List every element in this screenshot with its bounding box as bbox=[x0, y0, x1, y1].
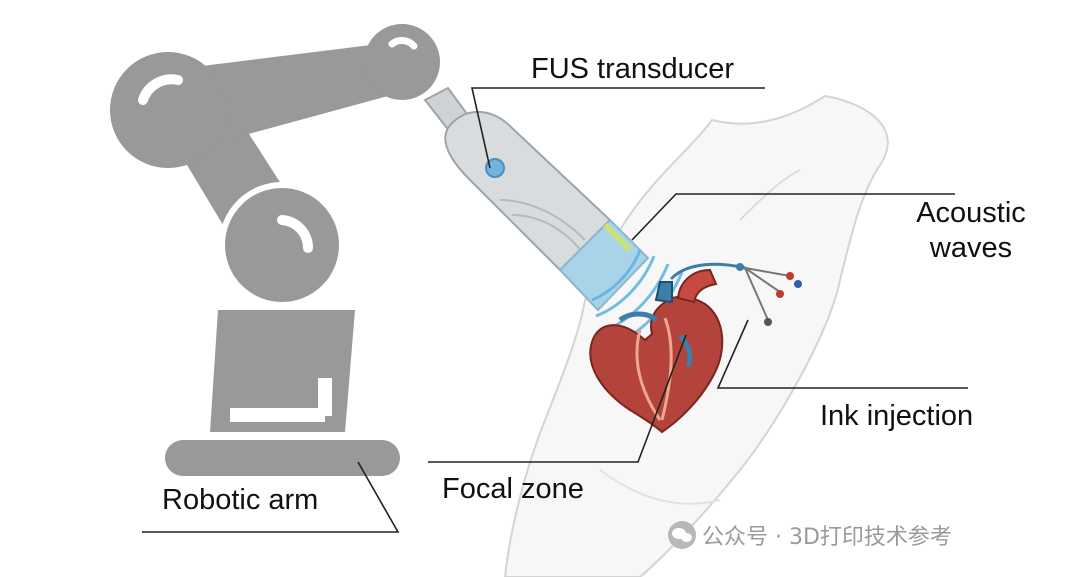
leader-acoustic bbox=[631, 193, 955, 241]
heart-illustration bbox=[589, 268, 724, 434]
label-robotic-arm: Robotic arm bbox=[162, 484, 319, 516]
leader-lines bbox=[142, 87, 968, 533]
watermark: 公众号 · 3D打印技术参考 bbox=[668, 519, 952, 551]
label-fus-transducer: FUS transducer bbox=[531, 53, 735, 85]
leader-ink bbox=[716, 319, 968, 389]
label-acoustic-line1: Acoustic bbox=[916, 197, 1026, 229]
ink-catheters bbox=[670, 262, 802, 326]
label-focal-zone: Focal zone bbox=[442, 473, 584, 505]
wechat-icon bbox=[668, 521, 696, 549]
label-acoustic-line2: waves bbox=[929, 231, 1013, 264]
fus-transducer bbox=[423, 86, 650, 312]
watermark-text: 公众号 · 3D打印技术参考 bbox=[702, 525, 952, 550]
label-ink-injection: Ink injection bbox=[820, 400, 974, 432]
leader-focal bbox=[428, 334, 687, 463]
leader-transducer bbox=[471, 87, 765, 169]
robotic-arm bbox=[110, 24, 440, 476]
label-acoustic-waves: Acoustic waves bbox=[896, 196, 1046, 266]
leader-robotic bbox=[142, 461, 400, 533]
